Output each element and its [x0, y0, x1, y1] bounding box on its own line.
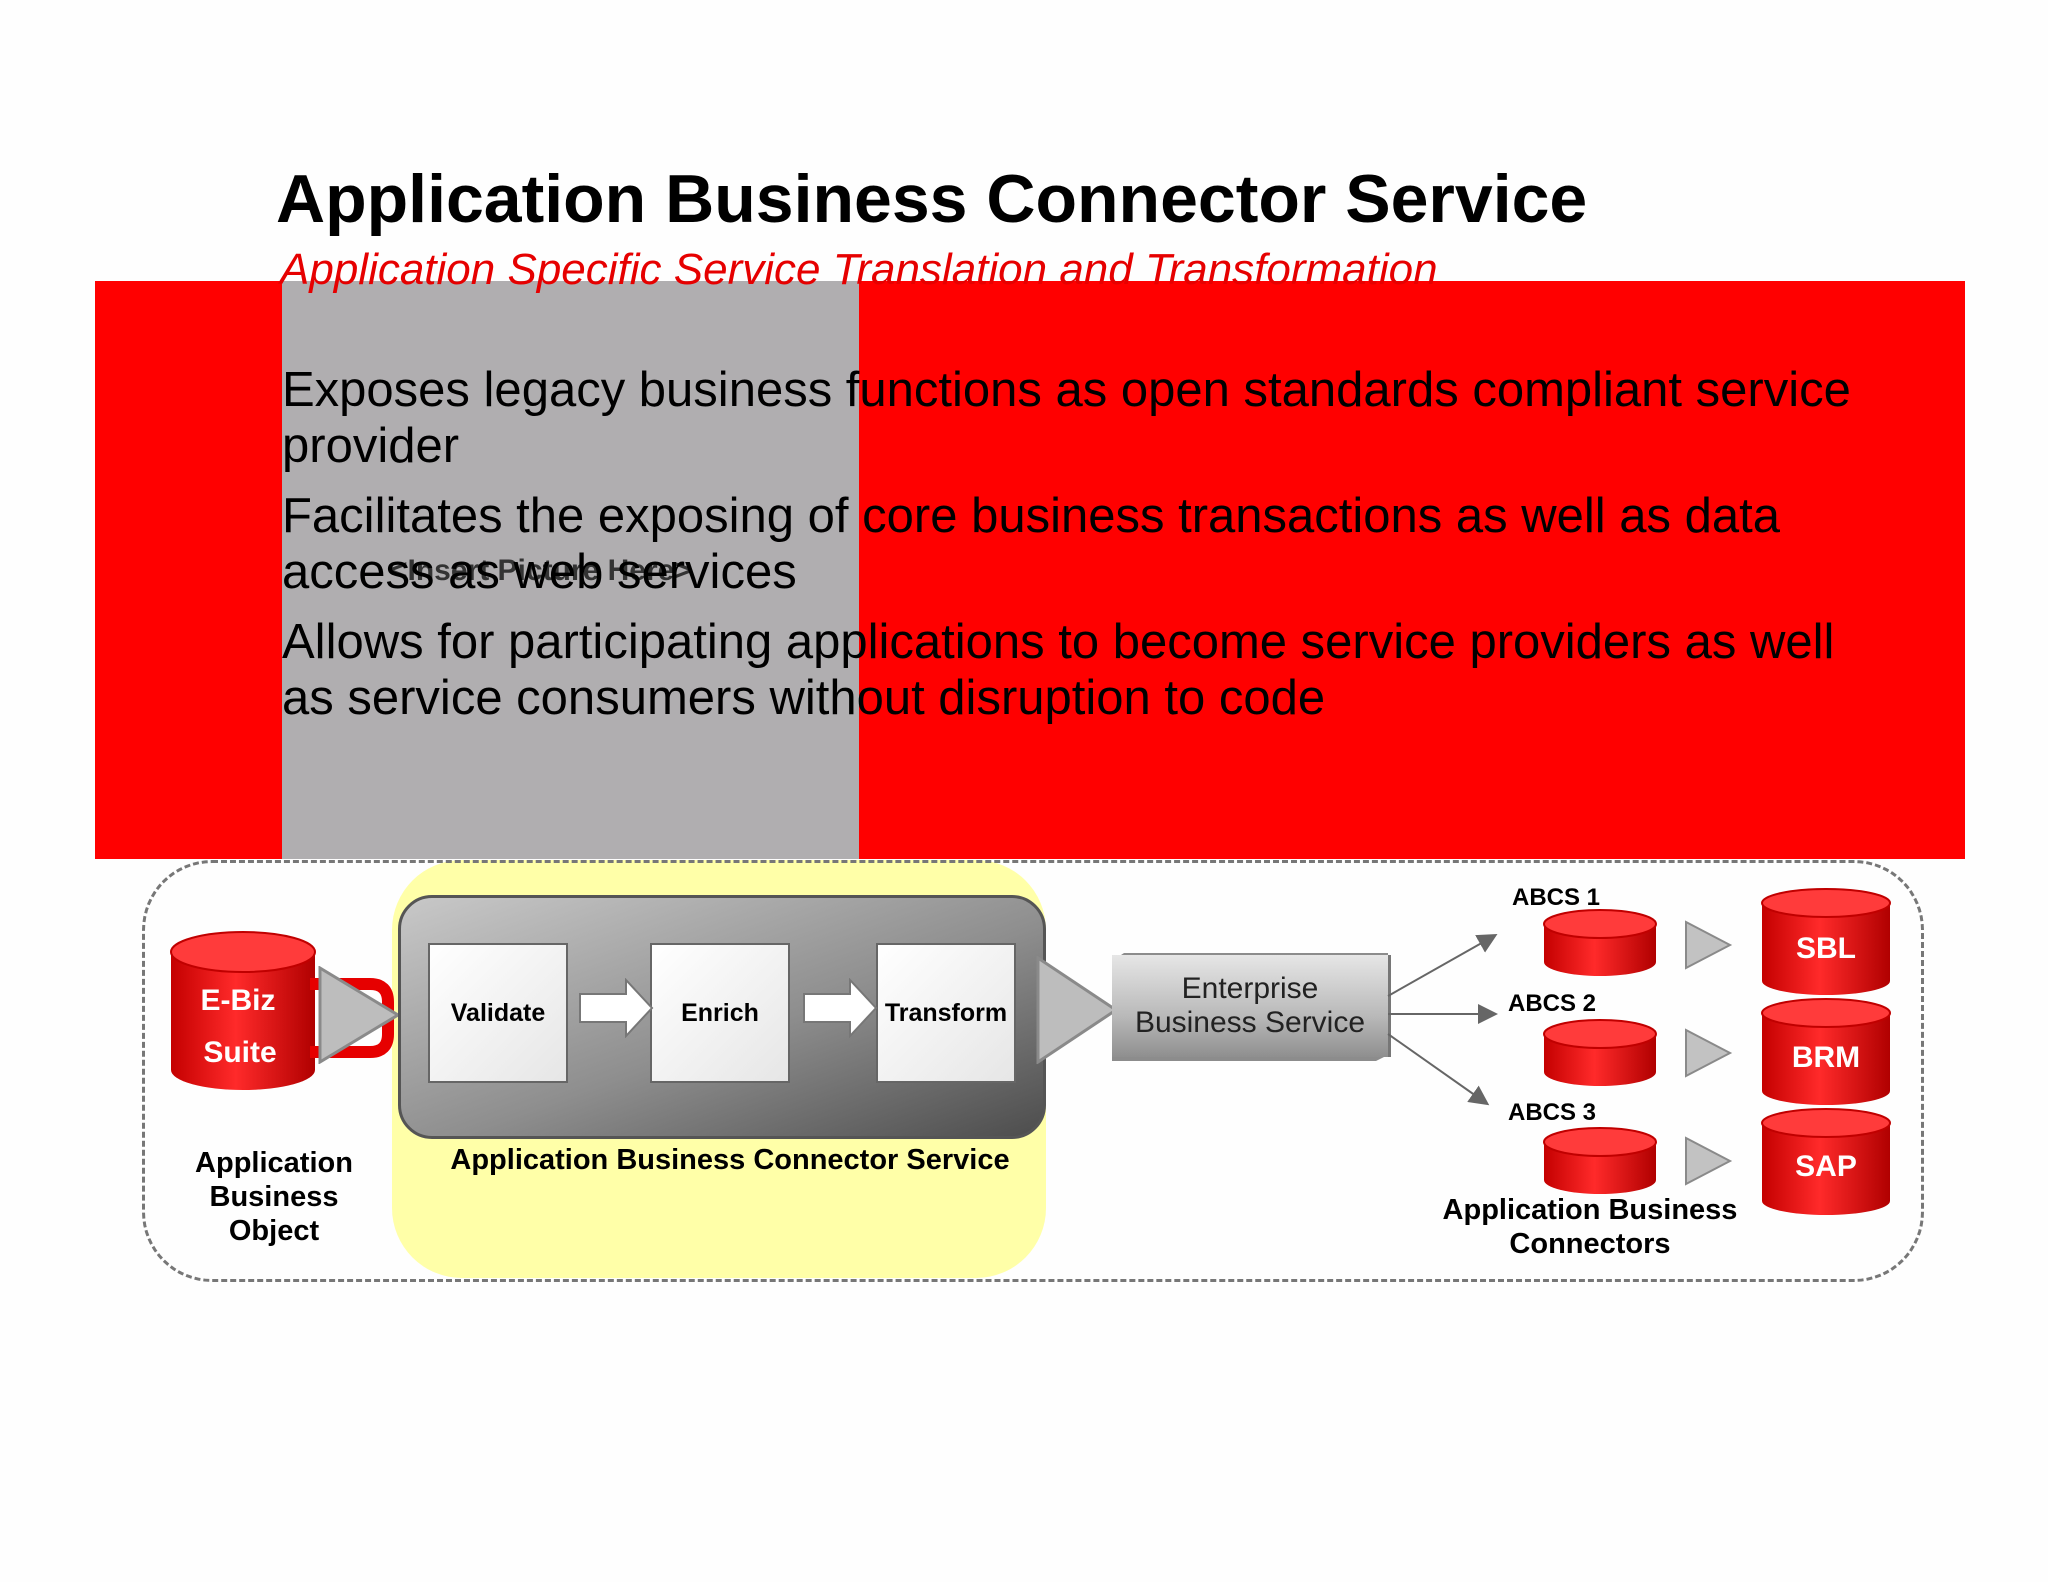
database-cylinder-icon — [170, 931, 316, 1090]
diagram-frame — [142, 860, 1924, 1282]
target-label-brm: BRM — [1791, 1041, 1861, 1074]
step-validate: Validate — [428, 943, 568, 1083]
bullet-item: Facilitates the exposing of core busines… — [282, 489, 1781, 599]
target-label-sap: SAP — [1795, 1150, 1857, 1183]
source-caption: Application Business Object — [195, 1147, 353, 1247]
picture-placeholder-text: <Insert Picture Here> — [390, 554, 692, 587]
triangle-arrow-icon — [1685, 1136, 1733, 1186]
step-enrich: Enrich — [650, 943, 790, 1083]
bullet-list: Exposes legacy business functions as ope… — [282, 362, 1882, 740]
slide-title: Application Business Connector Service — [276, 161, 1588, 237]
triangle-arrow-icon — [1685, 920, 1733, 970]
connector-label-2: ABCS 2 — [1508, 990, 1597, 1017]
connectors-caption-line2: Connectors — [1509, 1228, 1671, 1260]
ebs-line1: Enterprise — [1181, 972, 1319, 1005]
database-cylinder-icon — [1761, 1108, 1891, 1215]
slide-subtitle: Application Specific Service Translation… — [280, 245, 1438, 294]
triangle-arrow-icon — [318, 966, 401, 1064]
database-cylinder-icon — [1543, 909, 1657, 976]
database-cylinder-icon — [1761, 998, 1891, 1105]
database-cylinder-icon — [1761, 888, 1891, 995]
target-label-sbl: SBL — [1796, 932, 1856, 965]
block-arrow-icon — [579, 978, 654, 1038]
database-cylinder-icon — [1543, 1019, 1657, 1086]
source-app-line2: Suite — [203, 1036, 277, 1069]
enterprise-business-service: Enterprise Business Service — [1112, 955, 1391, 1057]
connector-label-3: ABCS 3 — [1508, 1099, 1597, 1126]
picture-placeholder-panel — [282, 281, 859, 859]
triangle-arrow-icon — [1036, 956, 1119, 1064]
connectors-caption-line1: Application Business — [1442, 1194, 1738, 1226]
abcs-caption: Application Business Connector Service — [450, 1144, 1010, 1176]
step-transform: Transform — [876, 943, 1016, 1083]
block-arrow-icon — [803, 978, 878, 1038]
triangle-arrow-icon — [1685, 1028, 1733, 1078]
connectors-caption: Application Business Connectors — [1420, 1193, 1760, 1261]
connector-label-1: ABCS 1 — [1512, 884, 1601, 911]
bullet-item: Exposes legacy business functions as ope… — [282, 363, 1851, 473]
database-cylinder-icon — [1543, 1127, 1657, 1194]
bullet-item: Allows for participating applications to… — [282, 615, 1835, 725]
fan-out-arrows — [1387, 934, 1498, 1106]
source-app-line1: E-Biz — [200, 984, 276, 1017]
ebs-line2: Business Service — [1134, 1006, 1366, 1039]
